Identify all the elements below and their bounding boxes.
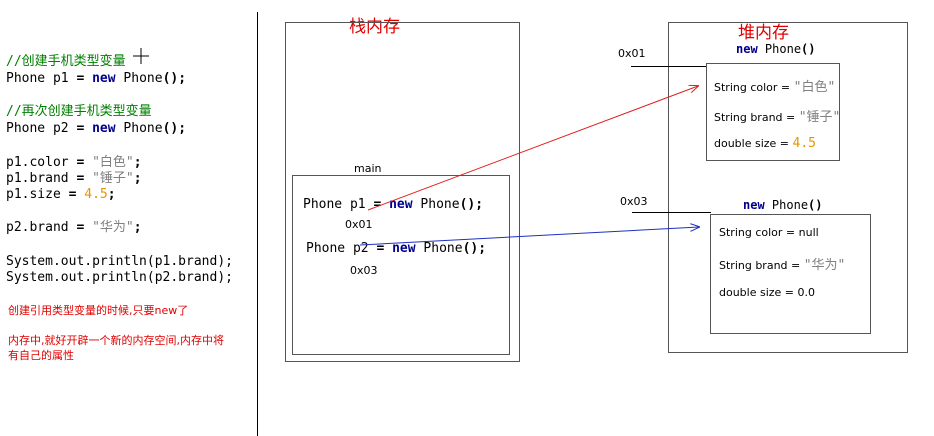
- object1-color-field: String color = "白色": [714, 80, 836, 95]
- heap-title: 堆内存: [738, 23, 789, 43]
- object2-size-field: double size = 0.0: [719, 286, 816, 299]
- stack-var-p1: Phone p1 = new Phone();: [303, 197, 484, 212]
- stack-var-p2: Phone p2 = new Phone();: [306, 241, 487, 256]
- object2-address-line: [632, 212, 711, 213]
- code-assign: p2.brand = "华为";: [6, 220, 142, 235]
- p1-address: 0x01: [345, 218, 373, 231]
- object2-brand-field: String brand = "华为": [719, 258, 846, 273]
- code-comment: //创建手机类型变量: [6, 54, 126, 69]
- object1-address: 0x01: [618, 47, 646, 60]
- code-line-p2: Phone p2 = new Phone();: [6, 121, 187, 136]
- code-comment: //再次创建手机类型变量: [6, 104, 152, 119]
- crosshair-cursor-icon: [113, 28, 150, 64]
- object1-address-line: [631, 66, 707, 67]
- code-assign: p1.color = "白色";: [6, 155, 142, 170]
- code-print: System.out.println(p1.brand);: [6, 254, 233, 269]
- note-text: 内存中,就好开辟一个新的内存空间,内存中将有自己的属性: [8, 334, 224, 362]
- note-text: 创建引用类型变量的时候,只要new了: [8, 304, 189, 317]
- divider-line: [257, 12, 258, 436]
- object2-header: new Phone(): [743, 198, 823, 212]
- object1-box: [706, 63, 840, 161]
- stack-box: [285, 22, 520, 362]
- code-assign: p1.brand = "锤子";: [6, 171, 142, 186]
- code-line-p1: Phone p1 = new Phone();: [6, 71, 187, 86]
- object1-brand-field: String brand = "锤子": [714, 110, 841, 125]
- heap-box: [668, 22, 908, 353]
- object2-address: 0x03: [620, 195, 648, 208]
- code-assign: p1.size = 4.5;: [6, 187, 116, 202]
- object2-box: [710, 214, 871, 334]
- p1-reference-arrow: [367, 86, 698, 211]
- code-print: System.out.println(p2.brand);: [6, 270, 233, 285]
- p2-reference-arrow: [359, 227, 699, 246]
- object1-header: new Phone(): [736, 42, 816, 56]
- p2-address: 0x03: [350, 264, 378, 277]
- object2-color-field: String color = null: [719, 226, 819, 239]
- main-frame-label: main: [354, 162, 382, 175]
- main-frame-box: [292, 175, 510, 355]
- object1-size-field: double size = 4.5: [714, 136, 817, 151]
